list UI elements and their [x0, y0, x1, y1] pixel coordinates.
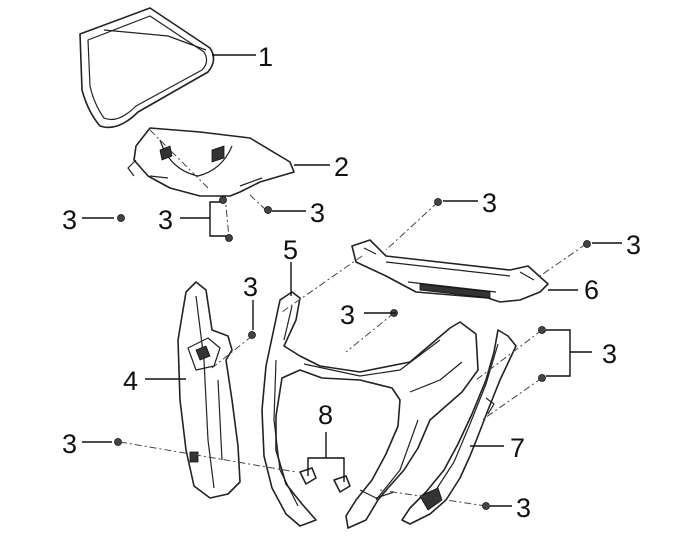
part-right-side-cover	[401, 329, 517, 525]
callout-4: 4	[123, 366, 138, 396]
callout-3-meter-screws: 3	[158, 205, 173, 235]
callout-labels: 1 2 3 3 3 3 3 3 3 3 3 3 4 5 6 7 8	[62, 42, 641, 523]
part-meter-cover	[127, 127, 295, 197]
assembly-lines	[119, 129, 587, 507]
callout-5: 5	[283, 235, 298, 265]
callout-8: 8	[318, 400, 333, 430]
callout-3-meter-right: 3	[310, 198, 325, 228]
callout-3-front-cover: 3	[340, 300, 355, 330]
part-left-side-cover	[177, 281, 241, 499]
callout-2: 2	[334, 152, 349, 182]
callout-3-left-bottom: 3	[62, 429, 77, 459]
callout-3-bracket-right: 3	[626, 230, 641, 260]
part-upper-bracket	[351, 239, 549, 303]
part-front-cover	[261, 291, 479, 529]
screws	[114, 196, 591, 510]
part-windscreen	[79, 7, 215, 129]
callout-3-side-cover: 3	[243, 272, 258, 302]
leader-lines	[82, 54, 622, 507]
callout-3-right-pair: 3	[602, 339, 617, 369]
callout-3-bottom-right: 3	[516, 493, 531, 523]
callout-6: 6	[584, 275, 599, 305]
callout-7: 7	[510, 433, 525, 463]
callout-1: 1	[258, 42, 273, 72]
callout-3-bracket-top: 3	[482, 188, 497, 218]
callout-3-left-top: 3	[62, 205, 77, 235]
